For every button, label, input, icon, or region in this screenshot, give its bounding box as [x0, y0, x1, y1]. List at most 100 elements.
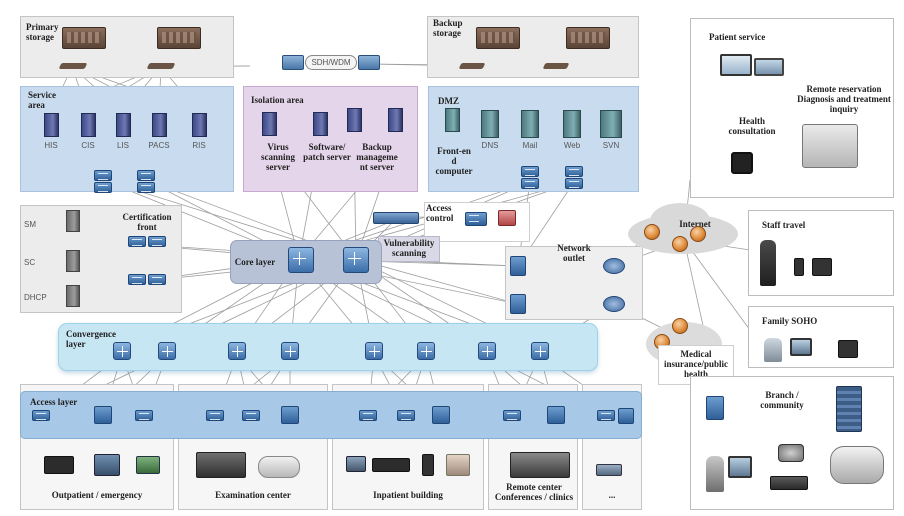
isolation-server-label: Backup manageme nt server: [356, 142, 398, 172]
patient-service-label: Patient service: [709, 32, 766, 42]
switch-icon: [706, 396, 724, 420]
vulnerability-label-box: [378, 236, 440, 262]
server-icon: [262, 112, 277, 136]
laptop-icon: [136, 456, 160, 474]
server-icon: [192, 113, 207, 137]
wireless-ap-icon: [547, 406, 565, 424]
scanner-icon: [258, 456, 300, 478]
switch-icon: [206, 410, 224, 421]
laptop-icon: [754, 58, 784, 76]
server-icon: [347, 108, 362, 132]
patient-service-panel: [690, 18, 894, 198]
certification-front-label: Certification front: [122, 212, 172, 232]
storage-array-icon: [157, 27, 201, 49]
wireless-ap-icon: [281, 406, 299, 424]
dmz-server-label: DNS: [481, 141, 499, 150]
isolation-area-zone: [243, 86, 418, 192]
switch-icon: [521, 166, 539, 177]
service-server-label: LIS: [116, 141, 129, 150]
switch-icon: [531, 342, 549, 360]
family-soho-label: Family SOHO: [762, 316, 818, 326]
ultrasound-icon: [196, 452, 246, 478]
switch-icon: [146, 63, 176, 69]
convergence-layer-band: [58, 323, 598, 371]
core-router-icon: [343, 247, 369, 273]
monitor-icon: [346, 456, 366, 472]
server-icon: [66, 210, 80, 232]
router-icon: [603, 296, 625, 312]
laptop-icon: [44, 456, 74, 474]
access-area-label: Remote center Conferences / clinics: [494, 482, 574, 502]
firewall-icon: [498, 210, 516, 226]
switch-icon: [128, 274, 146, 285]
switch-icon: [458, 63, 486, 69]
switch-icon: [397, 410, 415, 421]
isolation-area-label: Isolation area: [251, 95, 304, 105]
internet-label: Internet: [679, 219, 711, 229]
wireless-ap-icon: [94, 406, 112, 424]
switch-icon: [228, 342, 246, 360]
server-icon: [44, 113, 59, 137]
convergence-layer-label: Convergence layer: [66, 329, 116, 349]
core-router-icon: [288, 247, 314, 273]
dmz-label: DMZ: [438, 96, 459, 106]
sdh-wdm-label: SDH/WDM: [311, 58, 351, 67]
dmz-server-label: Mail: [522, 141, 538, 150]
sdh-wdm-ring: [305, 55, 357, 70]
tablet-icon: [812, 258, 832, 276]
access-layer-band: [20, 391, 642, 439]
computer-icon: [94, 454, 120, 476]
video-call-screen-icon: [720, 54, 752, 76]
backup-storage-label: Backup storage: [433, 18, 463, 38]
person-icon: [706, 456, 724, 492]
tablet-icon: [372, 458, 410, 472]
monitor-icon: [728, 456, 752, 478]
isolation-server-label: Virus scanning server: [260, 142, 295, 172]
server-icon: [563, 110, 581, 138]
service-server-label: HIS: [44, 141, 58, 150]
switch-icon: [32, 410, 50, 421]
server-icon: [81, 113, 96, 137]
internet-router-icon: [672, 236, 688, 252]
server-icon: [521, 110, 539, 138]
camera-icon: [778, 444, 804, 462]
switch-icon: [521, 178, 539, 189]
video-conference-icon: [510, 452, 570, 478]
dmz-server-label: Web: [563, 141, 581, 150]
switch-icon: [478, 342, 496, 360]
medical-equipment-icon: [830, 446, 884, 484]
medical-insurance-label: Medical insurance/public health: [663, 349, 728, 379]
camera-icon: [770, 476, 808, 490]
switch-icon: [465, 212, 487, 226]
branch-community-label: Branch / community: [760, 390, 804, 410]
switch-icon: [242, 410, 260, 421]
server-icon: [481, 110, 499, 138]
sdh-wdm-device: [358, 55, 380, 70]
phone-icon: [794, 258, 804, 276]
cert-server-label: SC: [24, 258, 36, 267]
switch-icon: [597, 410, 615, 421]
cert-server-label: DHCP: [24, 293, 47, 302]
server-icon: [66, 250, 80, 272]
service-server-label: PACS: [148, 141, 170, 150]
switch-icon: [365, 342, 383, 360]
service-server-label: CIS: [81, 141, 95, 150]
server-icon: [152, 113, 167, 137]
remote-reservation-label: Remote reservation Diagnosis and treatme…: [797, 84, 891, 114]
switch-icon: [58, 63, 88, 69]
switch-icon: [137, 182, 155, 193]
storage-array-icon: [476, 27, 520, 49]
router-icon: [603, 258, 625, 274]
person-icon: [764, 338, 782, 362]
server-icon: [66, 285, 80, 307]
service-area-zone: [20, 86, 234, 192]
access-area-label: Outpatient / emergency: [51, 490, 143, 500]
switch-icon: [137, 170, 155, 181]
switch-icon: [359, 410, 377, 421]
switch-icon: [94, 182, 112, 193]
switch-icon: [128, 236, 146, 247]
internet-router-icon: [644, 224, 660, 240]
firewall-icon: [373, 212, 419, 224]
switch-icon: [565, 178, 583, 189]
server-icon: [388, 108, 403, 132]
